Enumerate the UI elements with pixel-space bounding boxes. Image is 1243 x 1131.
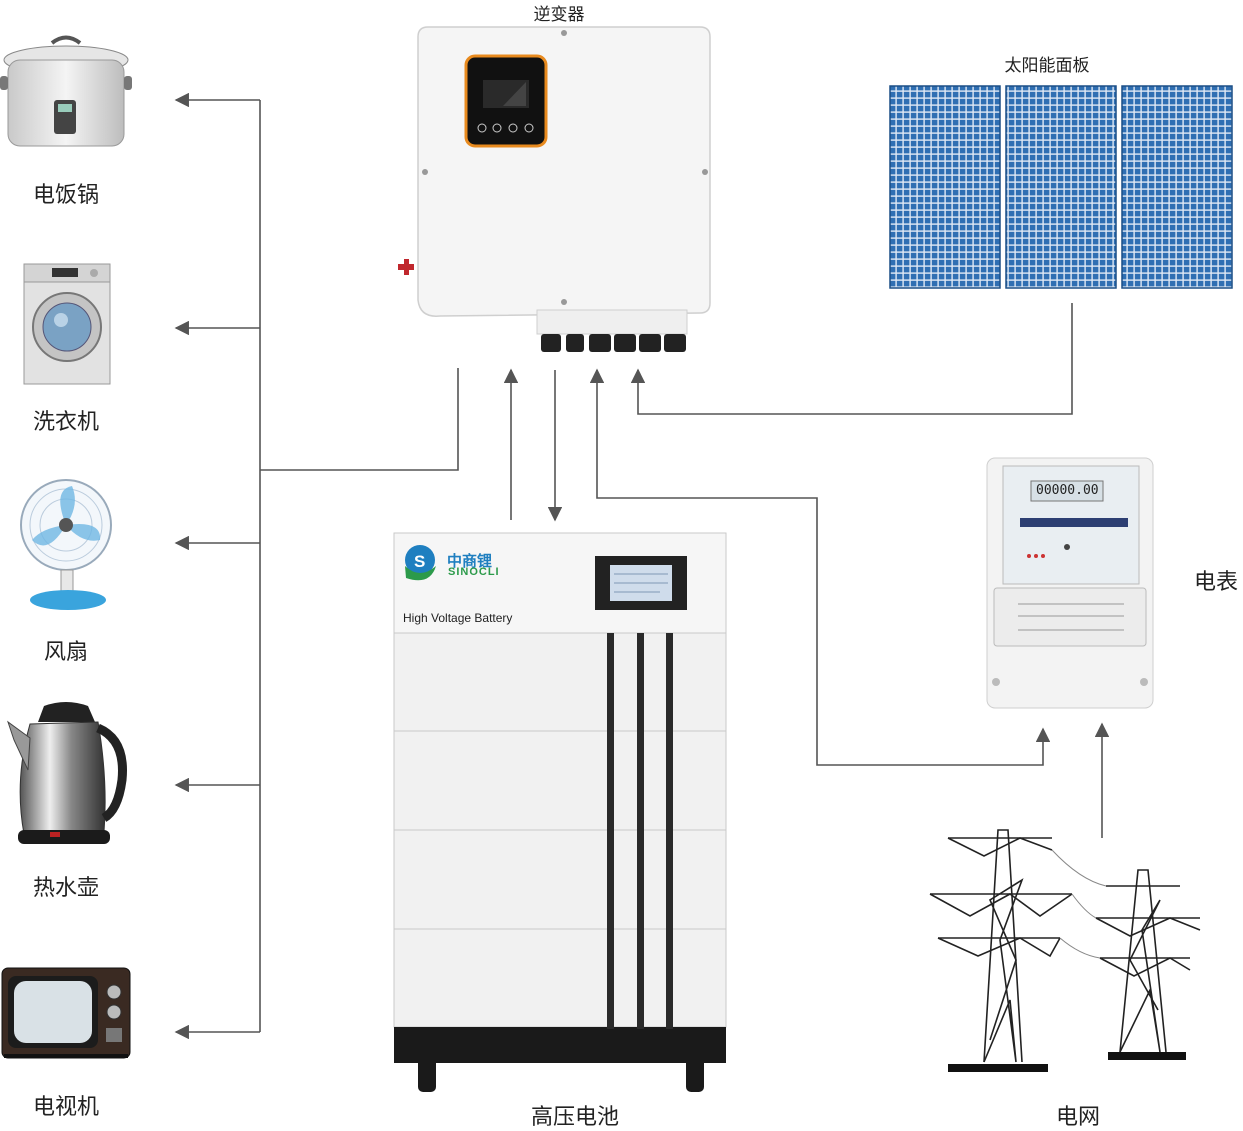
grid-label: 电网 — [1055, 1105, 1101, 1130]
battery-brand-en: SINOCLI — [448, 566, 500, 578]
inverter-display — [464, 54, 548, 148]
power-grid-pylons — [929, 829, 1201, 1072]
battery-label: 高压电池 — [530, 1105, 620, 1130]
solar-panel-label: 太阳能面板 — [1004, 56, 1090, 76]
battery-screen — [595, 556, 687, 610]
rice-cooker — [0, 35, 132, 147]
battery-brand-cn: 中商锂 — [447, 552, 493, 570]
kettle — [7, 702, 127, 844]
meter-reading: 00000.00 — [1036, 483, 1099, 498]
battery-model-text: High Voltage Battery — [403, 611, 513, 625]
sinocli-logo-icon: S — [405, 545, 436, 581]
tv — [1, 967, 131, 1059]
kettle-label: 热水壶 — [32, 876, 100, 901]
svg-text:S: S — [414, 552, 425, 571]
washing-machine — [23, 263, 111, 385]
battery: S — [393, 532, 727, 1092]
inverter-output-line — [260, 368, 459, 471]
fan — [20, 479, 112, 610]
solar-panel — [889, 85, 1233, 289]
connection-lines — [174, 92, 1110, 1040]
inverter — [398, 26, 711, 352]
inverter-connectors — [541, 334, 686, 352]
meter-label: 电表 — [1194, 570, 1239, 595]
meter-to-inverter-line — [589, 368, 1051, 766]
tv-label: 电视机 — [32, 1095, 100, 1120]
solar-to-inverter-line — [630, 303, 1073, 415]
electricity-meter — [986, 457, 1154, 709]
inverter-label: 逆变器 — [533, 5, 585, 25]
washing-machine-label: 洗衣机 — [32, 410, 100, 435]
rice-cooker-label: 电饭锅 — [32, 183, 100, 208]
fan-label: 风扇 — [43, 640, 89, 665]
